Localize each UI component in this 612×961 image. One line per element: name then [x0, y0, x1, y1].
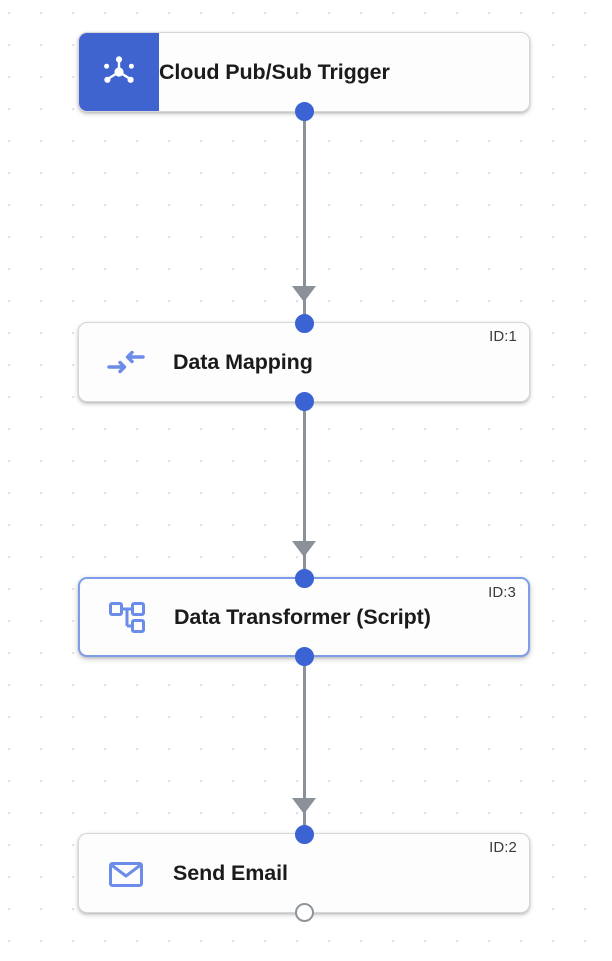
envelope-icon: [79, 834, 173, 912]
node-data-mapping[interactable]: Data Mapping ID:1: [78, 313, 530, 411]
edge-transformer-to-email[interactable]: [303, 656, 306, 833]
node-id-badge: ID:1: [489, 328, 517, 345]
edge-trigger-to-mapping[interactable]: [303, 112, 306, 322]
node-label: Cloud Pub/Sub Trigger: [159, 59, 390, 84]
output-port[interactable]: [294, 902, 314, 922]
output-port[interactable]: [294, 646, 314, 666]
edge-arrowhead-transformer: [292, 541, 316, 557]
node-label: Data Mapping: [173, 349, 313, 374]
pubsub-hub-spoke-icon: [79, 33, 159, 111]
data-mapping-converging-arrows-icon: [79, 323, 173, 401]
node-data-transformer-script[interactable]: Data Transformer (Script) ID:3: [78, 568, 530, 666]
output-port[interactable]: [294, 391, 314, 411]
output-port[interactable]: [294, 101, 314, 121]
node-cloud-pubsub-trigger[interactable]: Cloud Pub/Sub Trigger: [78, 32, 530, 121]
edge-arrowhead-email: [292, 798, 316, 814]
input-port[interactable]: [294, 313, 314, 333]
node-label: Send Email: [173, 860, 288, 885]
node-send-email[interactable]: Send Email ID:2: [78, 824, 530, 922]
node-id-badge: ID:2: [489, 839, 517, 856]
input-port[interactable]: [294, 824, 314, 844]
node-label: Data Transformer (Script): [174, 604, 431, 629]
data-transformer-hierarchy-icon: [80, 579, 174, 655]
edge-arrowhead-mapping: [292, 286, 316, 302]
input-port[interactable]: [294, 568, 314, 588]
edge-mapping-to-transformer[interactable]: [303, 400, 306, 576]
node-id-badge: ID:3: [488, 584, 516, 601]
